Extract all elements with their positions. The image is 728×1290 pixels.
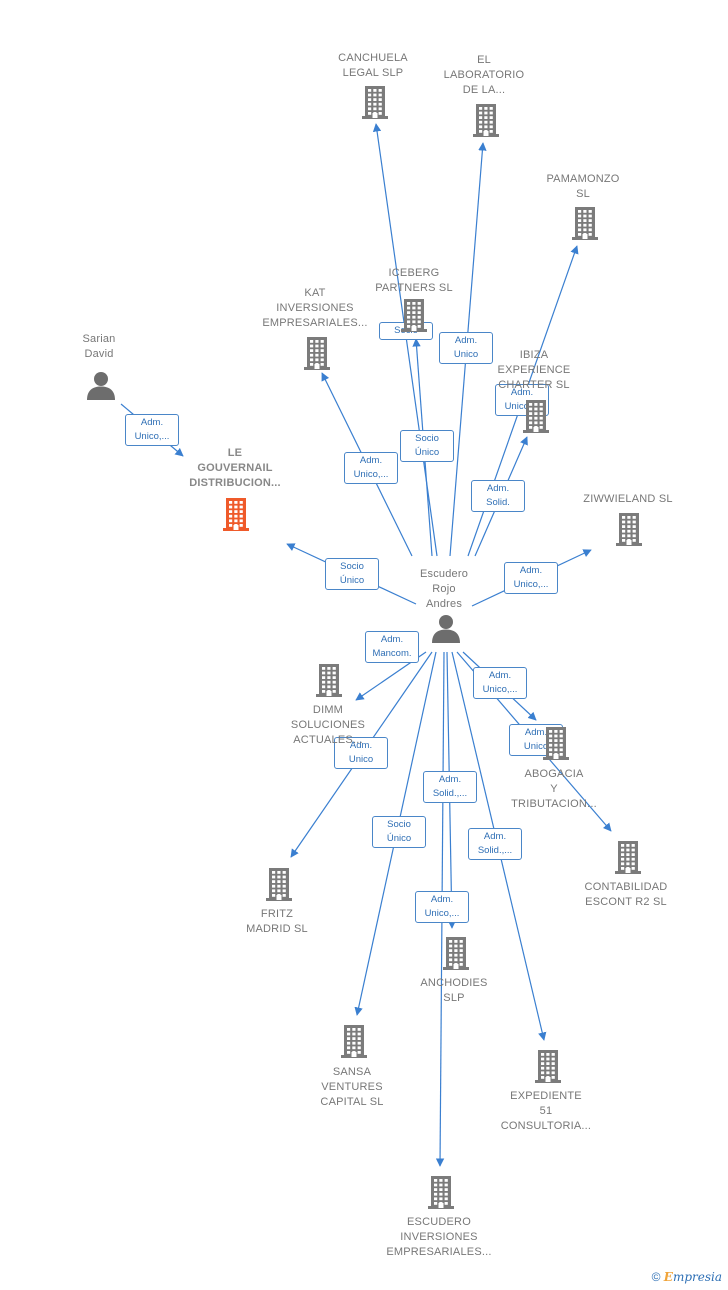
building-icon[interactable]: [314, 663, 344, 702]
building-icon[interactable]: [339, 1024, 369, 1063]
building-icon[interactable]: [541, 726, 571, 765]
edge-label-le_gouvernail[interactable]: Adm. Unico,...: [125, 414, 179, 446]
edge-label-iceberg[interactable]: Socio Único: [400, 430, 454, 462]
edge-label-escudero_inv[interactable]: Adm. Unico,...: [415, 891, 469, 923]
edge-label-sansa[interactable]: Socio Único: [372, 816, 426, 848]
node-label-ziwwieland[interactable]: ZIWWIELAND SL: [583, 493, 673, 505]
node-label-expediente[interactable]: EXPEDIENTE 51 CONSULTORIA...: [500, 1090, 592, 1132]
edge-label-abogacia[interactable]: Adm. Unico,...: [473, 667, 527, 699]
edge-label-kat[interactable]: Adm. Unico,...: [344, 452, 398, 484]
node-label-el-laboratorio[interactable]: EL LABORATORIO DE LA...: [443, 54, 525, 96]
copyright-symbol: ©: [651, 1270, 661, 1284]
node-label-anchodies[interactable]: ANCHODIES SLP: [420, 977, 488, 1004]
building-icon[interactable]: [570, 206, 600, 245]
node-label-center[interactable]: Escudero Rojo Andres: [419, 568, 469, 610]
edge-label-fritz[interactable]: Adm. Unico: [334, 737, 388, 769]
person-icon[interactable]: [86, 370, 116, 405]
edge-label-anchodies[interactable]: Adm. Solid.,...: [423, 771, 477, 803]
building-icon[interactable]: [533, 1049, 563, 1088]
edge-label-dimm[interactable]: Adm. Mancom.: [365, 631, 419, 663]
building-icon[interactable]: [264, 867, 294, 906]
node-label-iceberg[interactable]: ICEBERG PARTNERS SL: [375, 267, 453, 294]
building-icon[interactable]: [360, 85, 390, 124]
node-label-fritz[interactable]: FRITZ MADRID SL: [246, 908, 308, 935]
edge-label-ziwwieland[interactable]: Adm. Unico,...: [504, 562, 558, 594]
node-label-pamamonzo[interactable]: PAMAMONZO SL: [546, 173, 620, 200]
node-label-sansa[interactable]: SANSA VENTURES CAPITAL SL: [320, 1066, 384, 1108]
node-label-sarian[interactable]: Sarian David: [82, 333, 116, 360]
edge-center-canchuela: [372, 123, 438, 557]
building-icon[interactable]: [221, 497, 251, 536]
node-label-contabilidad[interactable]: CONTABILIDAD ESCONT R2 SL: [584, 881, 668, 908]
node-label-abogacia[interactable]: ABOGACIA Y TRIBUTACION...: [511, 768, 597, 810]
node-label-dimm[interactable]: DIMM SOLUCIONES ACTUALES...: [290, 704, 366, 746]
building-icon[interactable]: [521, 399, 551, 438]
building-icon[interactable]: [614, 512, 644, 551]
edge-label-le_gouvernail[interactable]: Socio Único: [325, 558, 379, 590]
copyright-footer: © Empresia: [652, 1270, 722, 1284]
person-icon[interactable]: [431, 613, 461, 648]
node-label-escudero-inv[interactable]: ESCUDERO INVERSIONES EMPRESARIALES...: [386, 1216, 492, 1258]
building-icon[interactable]: [399, 298, 429, 337]
building-icon[interactable]: [302, 336, 332, 375]
node-label-kat[interactable]: KAT INVERSIONES EMPRESARIALES...: [262, 287, 368, 329]
building-icon[interactable]: [426, 1175, 456, 1214]
building-icon[interactable]: [613, 840, 643, 879]
edge-label-ibiza[interactable]: Adm. Solid.: [471, 480, 525, 512]
edge-label-expediente[interactable]: Adm. Solid.,...: [468, 828, 522, 860]
node-label-canchuela[interactable]: CANCHUELA LEGAL SLP: [338, 52, 408, 79]
brand-logo[interactable]: Empresia: [663, 1270, 722, 1284]
building-icon[interactable]: [471, 103, 501, 142]
node-label-le-gouvernail[interactable]: LE GOUVERNAIL DISTRIBUCION...: [189, 447, 281, 489]
building-icon[interactable]: [441, 936, 471, 975]
node-label-ibiza[interactable]: IBIZA EXPERIENCE CHARTER SL: [497, 349, 571, 391]
edge-label-el_laboratorio[interactable]: Adm. Unico: [439, 332, 493, 364]
